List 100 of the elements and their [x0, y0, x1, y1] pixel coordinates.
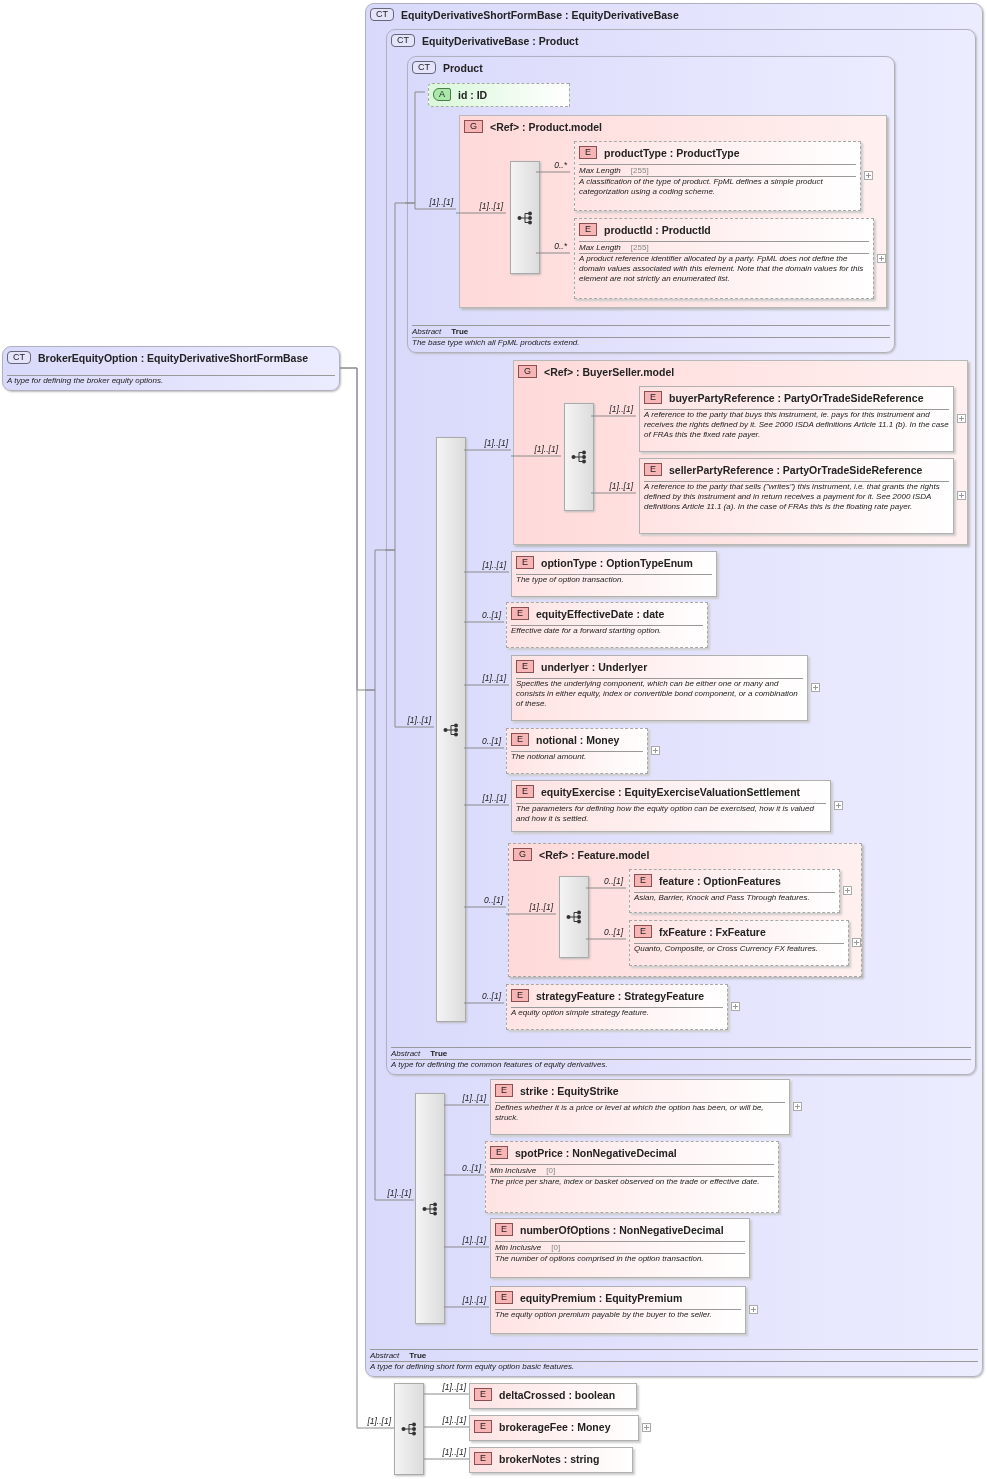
- facet-name: Max Length: [579, 242, 621, 253]
- multiplicity-label: 0..[1]: [482, 992, 501, 1001]
- description: A equity option simple strategy feature.: [511, 1008, 650, 1018]
- connector-line: [339, 367, 395, 1429]
- kind-tag: E: [474, 1388, 492, 1401]
- facet-name: Min Inclusive: [490, 1165, 537, 1176]
- element-name: brokerageFee : Money: [499, 1420, 611, 1433]
- property-name: Abstract: [412, 326, 442, 337]
- kind-tag: CT: [370, 8, 394, 21]
- element-name: buyerPartyReference : PartyOrTradeSideReference: [669, 391, 924, 404]
- connector-line: [443, 1246, 490, 1248]
- description: Quanto, Composite, or Cross Currency FX features.: [634, 944, 820, 954]
- multiplicity-label: [1]..[1]: [482, 561, 506, 570]
- element-box: [629, 920, 849, 966]
- kind-tag: E: [516, 660, 534, 673]
- element-name: sellerPartyReference : PartyOrTradeSideReference: [669, 463, 923, 476]
- group-box: [508, 843, 862, 977]
- facet-value: [255]: [630, 165, 649, 176]
- connector-line: [404, 202, 457, 210]
- sequence-bar: [559, 876, 589, 958]
- kind-tag: E: [511, 989, 529, 1002]
- kind-tag: E: [516, 785, 534, 798]
- kind-tag: A: [433, 88, 451, 101]
- complex-type-box: [365, 3, 983, 1377]
- property-value: True: [409, 1350, 427, 1361]
- group-box: [459, 115, 887, 308]
- multiplicity-label: [1]..[1]: [609, 482, 633, 491]
- facet-value: [0]: [551, 1242, 561, 1253]
- element-box: [506, 728, 648, 774]
- element-name: deltaCrossed : boolean: [499, 1388, 616, 1401]
- description: The equity option premium payable by the buyer to the seller.: [495, 1310, 713, 1320]
- description: The parameters for defining how the equity option can be exercised, how it is valued and how it is settled.: [516, 804, 815, 824]
- type-name: EquityDerivativeBase : Product: [422, 34, 579, 47]
- description: A reference to the party that buys this instrument, ie. pays for this instrument and receives the rights defined by it. See 2000 ISDA definitions Article 11.1 (b). In the case of FRAs this the fixed rate payer.: [644, 410, 949, 440]
- description: Effective date for a forward starting option.: [511, 626, 663, 636]
- multiplicity-label: 0..[1]: [604, 928, 623, 937]
- element-box: [506, 984, 728, 1030]
- element-box: [469, 1383, 637, 1409]
- type-name: BrokerEquityOption : EquityDerivativeShortFormBase: [38, 351, 309, 364]
- multiplicity-label: 0..[1]: [462, 1164, 481, 1173]
- sequence-bar: [564, 403, 594, 511]
- multiplicity-label: [1]..[1]: [442, 1448, 466, 1457]
- multiplicity-label: 0..[1]: [482, 611, 501, 620]
- connector-line: [585, 887, 627, 889]
- description: Specifies the underlying component, which can be either one or many and consists in either equity, index or convertible bond component, or a combination of these.: [516, 679, 799, 709]
- description: A classification of the type of product. FpML defines a simple product categorization using a coding scheme.: [579, 177, 824, 197]
- complex-type-box: [2, 346, 340, 391]
- multiplicity-label: [1]..[1]: [534, 445, 558, 454]
- element-name: equityEffectiveDate : date: [536, 607, 665, 620]
- element-name: notional : Money: [536, 733, 620, 746]
- element-name: equityPremium : EquityPremium: [520, 1291, 683, 1304]
- kind-tag: E: [474, 1420, 492, 1433]
- multiplicity-label: [1]..[1]: [484, 439, 508, 448]
- element-name: numberOfOptions : NonNegativeDecimal: [520, 1223, 724, 1236]
- kind-tag: E: [634, 925, 652, 938]
- description: Defines whether it is a price or level at which the option has been, or will be, struck.: [495, 1103, 765, 1123]
- kind-tag: CT: [7, 351, 31, 364]
- connector-line: [443, 1104, 490, 1106]
- kind-tag: CT: [391, 34, 415, 47]
- connector-line: [423, 1458, 470, 1460]
- sequence-bar: [415, 1093, 445, 1324]
- description: A product reference identifier allocated by a party. FpML does not define the domain values associated with this element. Note that the domain values for this element are not strictly an enumerated list.: [579, 254, 865, 284]
- description: A type for defining short form equity option basic features.: [370, 1362, 576, 1372]
- kind-tag: E: [490, 1146, 508, 1159]
- multiplicity-label: [1]..[1]: [479, 202, 503, 211]
- description: The base type which all FpML products extend.: [412, 338, 581, 348]
- kind-tag: E: [634, 874, 652, 887]
- multiplicity-label: [1]..[1]: [529, 903, 553, 912]
- multiplicity-label: 0..*: [554, 161, 567, 170]
- multiplicity-label: 0..[1]: [482, 737, 501, 746]
- description: The number of options comprised in the option transaction.: [495, 1254, 705, 1264]
- kind-tag: E: [495, 1223, 513, 1236]
- group-box: [513, 360, 968, 545]
- element-box: [639, 386, 954, 452]
- element-name: strike : EquityStrike: [520, 1084, 619, 1097]
- element-name: spotPrice : NonNegativeDecimal: [515, 1146, 677, 1159]
- multiplicity-label: [1]..[1]: [367, 1417, 391, 1426]
- multiplicity-label: 0..[1]: [484, 896, 503, 905]
- element-name: optionType : OptionTypeEnum: [541, 556, 693, 569]
- group-name: <Ref> : Product.model: [490, 120, 603, 133]
- element-box: [511, 655, 808, 721]
- kind-tag: CT: [412, 61, 436, 74]
- element-box: [511, 551, 717, 597]
- element-box: [485, 1141, 779, 1213]
- connector-line: [364, 689, 415, 1201]
- attribute-box: [428, 83, 570, 107]
- connector-line: [505, 913, 557, 915]
- property-name: Abstract: [370, 1350, 400, 1361]
- element-box: [469, 1447, 633, 1473]
- multiplicity-label: [1]..[1]: [429, 198, 453, 207]
- kind-tag: E: [495, 1084, 513, 1097]
- element-box: [469, 1415, 639, 1441]
- attribute-name: id : ID: [458, 88, 488, 101]
- facet-value: [0]: [546, 1165, 556, 1176]
- kind-tag: E: [516, 556, 534, 569]
- multiplicity-label: [1]..[1]: [462, 1296, 486, 1305]
- connector-line: [443, 1174, 485, 1176]
- kind-tag: G: [464, 120, 483, 133]
- multiplicity-label: [1]..[1]: [462, 1094, 486, 1103]
- facet-value: [255]: [630, 242, 649, 253]
